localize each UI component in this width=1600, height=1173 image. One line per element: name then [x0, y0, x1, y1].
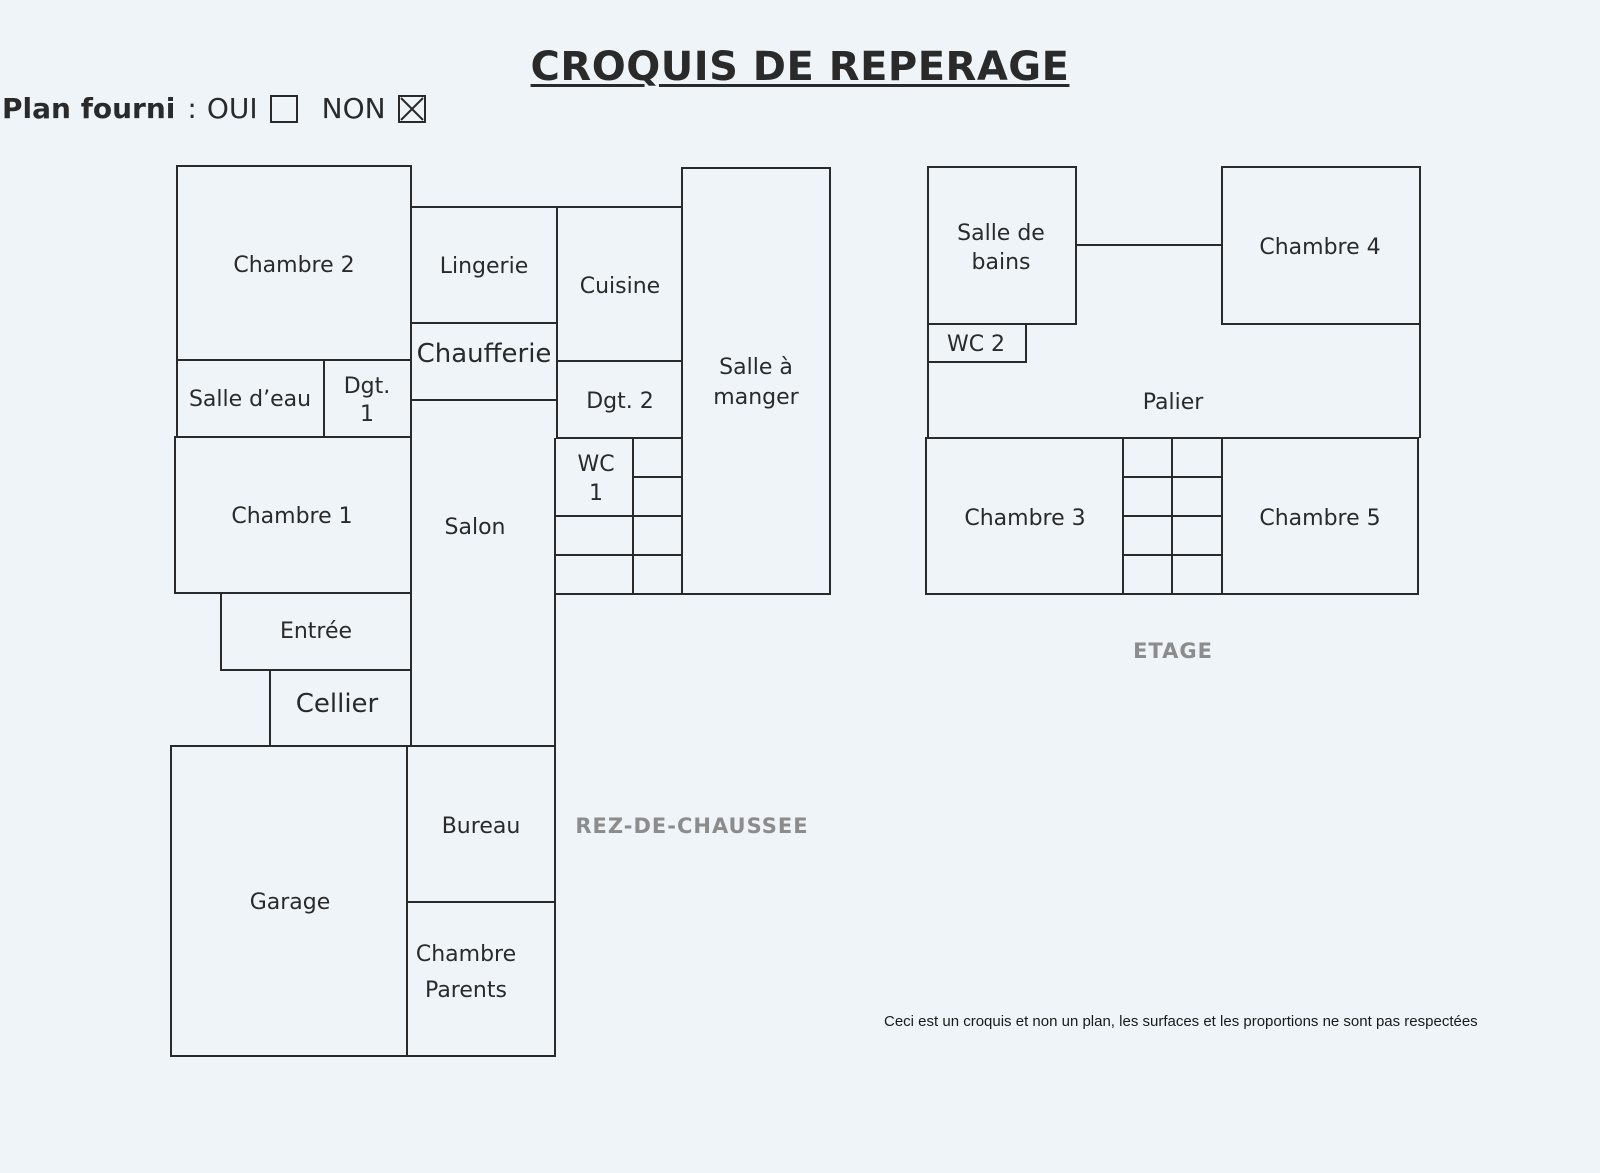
room-cuisine: Cuisine [580, 274, 660, 299]
room-cellier: Cellier [296, 689, 379, 719]
room-chambre-5: Chambre 5 [1259, 506, 1380, 531]
non-checkbox[interactable] [397, 94, 426, 123]
room-bureau: Bureau [442, 814, 521, 839]
room-garage: Garage [250, 890, 331, 915]
room-chambre-2: Chambre 2 [233, 253, 354, 278]
room-salle-a-manger-line1: Salle à [719, 355, 793, 380]
room-salle-de-bains-line1: Salle de [957, 221, 1045, 246]
ground-floor-caption: REZ-DE-CHAUSSEE [575, 814, 808, 838]
room-chambre-parents-line2: Parents [425, 978, 507, 1003]
plan-fourni-row: Plan fourni : OUI NON [2, 92, 450, 125]
room-salon: Salon [445, 515, 506, 540]
room-wc-2: WC 2 [947, 332, 1005, 357]
room-dgt-1-line1: Dgt. [344, 374, 391, 399]
room-dgt-1-line2: 1 [360, 402, 374, 427]
room-chaufferie: Chaufferie [417, 339, 552, 369]
room-salle-de-bains-line2: bains [972, 250, 1031, 275]
upper-floor-walls [925, 166, 1421, 595]
room-chambre-parents-line1: Chambre [416, 942, 516, 967]
oui-label: OUI [206, 92, 258, 125]
plan-fourni-label: Plan fourni [2, 92, 176, 125]
oui-checkbox[interactable] [269, 94, 298, 123]
non-label: NON [321, 92, 386, 125]
ground-floor-walls [170, 165, 831, 1057]
room-wc-1-line1: WC [577, 452, 614, 477]
room-salle-deau: Salle d’eau [189, 387, 311, 412]
checkbox-cross-icon [399, 96, 424, 121]
room-chambre-3: Chambre 3 [964, 506, 1085, 531]
room-chambre-4: Chambre 4 [1259, 235, 1380, 260]
upper-floor-caption: ETAGE [1133, 639, 1213, 663]
room-entree: Entrée [280, 619, 352, 644]
room-chambre-1: Chambre 1 [231, 504, 352, 529]
page-title: CROQUIS DE REPERAGE [530, 44, 1070, 90]
room-wc-1-line2: 1 [589, 481, 603, 506]
room-salle-a-manger-line2: manger [713, 385, 799, 410]
room-palier: Palier [1143, 390, 1205, 415]
room-dgt-2: Dgt. 2 [586, 389, 654, 414]
plan-fourni-separator: : [187, 92, 197, 125]
disclaimer-note: Ceci est un croquis et non un plan, les … [884, 1013, 1478, 1030]
room-lingerie: Lingerie [440, 254, 529, 279]
